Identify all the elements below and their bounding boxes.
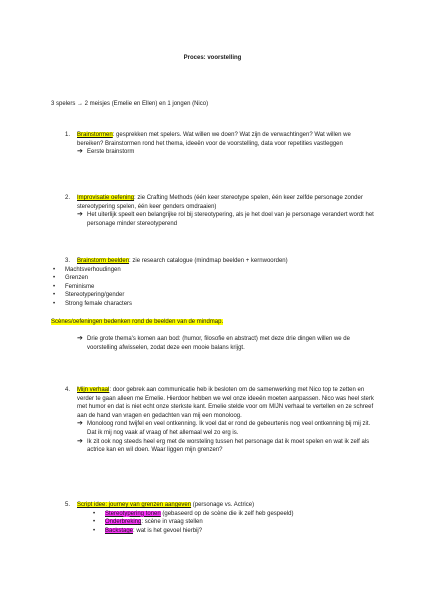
highlight-line: Scènes/oefeningen bedenken rond de beeld…: [51, 318, 224, 325]
section-body: Brainstorm beelden: zie research catalog…: [77, 257, 376, 266]
section-term: Brainstormen: [77, 132, 113, 138]
page-title: Proces: voorstelling: [183, 55, 242, 61]
bullet-icon: •: [93, 527, 96, 534]
list-item: •Stereotypering/gender: [53, 292, 125, 299]
section-text: : zie research catalogue (mindmap beelde…: [129, 258, 288, 264]
section-2: 2. Improvisatie oefening: zie Crafting M…: [51, 194, 376, 228]
section-4: 4. Mijn verhaal: door gebrek aan communi…: [51, 386, 376, 455]
section-text: : gesprekken met spelers. Wat willen we …: [77, 132, 351, 147]
section-body: Script idee: journey van grenzen aangeve…: [77, 501, 376, 510]
list-item: •Backstage: wat is het gevoel hierbij?: [93, 527, 203, 534]
bullet-icon: •: [53, 283, 56, 290]
arrow-point: ➔ Monoloog rond twijfel en veel ontkenni…: [77, 420, 376, 437]
list-item: •Onderbreking: scène in vraag stellen: [93, 519, 203, 526]
arrow-text: Eerste brainstorm: [87, 149, 135, 156]
section-term: Script idee: journey van grenzen aangeve…: [77, 502, 192, 508]
bullet-icon: •: [93, 519, 96, 526]
list-item: •Stereotypering tonen (gebaseerd op de s…: [93, 510, 294, 517]
arrow-point: ➔ Eerste brainstorm: [77, 148, 376, 157]
list-item: •Strong female characters: [53, 300, 133, 307]
arrow-text: Drie grote thema's komen aan bod: (humor…: [87, 336, 350, 351]
section-body: Improvisatie oefening: zie Crafting Meth…: [77, 194, 376, 211]
section-term: Mijn verhaal: [77, 387, 110, 393]
list-item: •Machtsverhoudingen: [53, 266, 121, 273]
section-1: 1. Brainstormen: gesprekken met spelers.…: [51, 131, 376, 157]
section-number: 1.: [65, 132, 71, 138]
arrow-icon: ➔: [77, 420, 83, 428]
list-item: •Grenzen: [53, 275, 89, 282]
section-3: 3. Brainstorm beelden: zie research cata…: [51, 257, 376, 352]
arrow-icon: ➔: [77, 211, 83, 219]
arrow-text: Het uiterlijk speelt een belangrijke rol…: [87, 212, 374, 227]
arrow-text: Ik zit ook nog steeds heel erg met de wo…: [87, 438, 370, 454]
section-term: Brainstorm beelden: [77, 258, 130, 264]
section-term: Improvisatie oefening: [77, 195, 135, 201]
arrow-icon: ➔: [77, 335, 83, 343]
arrow-point: ➔ Drie grote thema's komen aan bod: (hum…: [77, 335, 376, 352]
arrow-icon: ➔: [77, 148, 83, 156]
bullet-icon: •: [53, 266, 56, 273]
section-text: : zie Crafting Methods (één keer stereot…: [77, 195, 363, 210]
arrow-text: Monoloog rond twijfel en veel ontkenning…: [87, 421, 371, 436]
list-item: •Feminisme: [53, 283, 95, 290]
section-number: 5.: [65, 502, 71, 508]
section-text: : door gebrek aan communicatie heb ik be…: [77, 387, 374, 419]
arrow-point: ➔ Het uiterlijk speelt een belangrijke r…: [77, 211, 376, 228]
bullet-icon: •: [93, 510, 96, 517]
section-number: 3.: [65, 258, 71, 264]
bullet-icon: •: [53, 292, 56, 299]
section-body: Brainstormen: gesprekken met spelers. Wa…: [77, 131, 376, 148]
arrow-point: ➔ Ik zit ook nog steeds heel erg met de …: [77, 438, 376, 455]
section-number: 2.: [65, 195, 71, 201]
section-text: (personage vs. Actrice): [191, 502, 255, 508]
bullet-icon: •: [53, 275, 56, 282]
section-5: 5. Script idee: journey van grenzen aang…: [51, 501, 376, 535]
section-body: Mijn verhaal: door gebrek aan communicat…: [77, 386, 376, 420]
section-number: 4.: [65, 387, 71, 393]
intro-line: 3 spelers → 2 meisjes (Emelie en Ellen) …: [51, 101, 209, 107]
arrow-icon: ➔: [77, 437, 83, 445]
bullet-icon: •: [53, 300, 56, 307]
